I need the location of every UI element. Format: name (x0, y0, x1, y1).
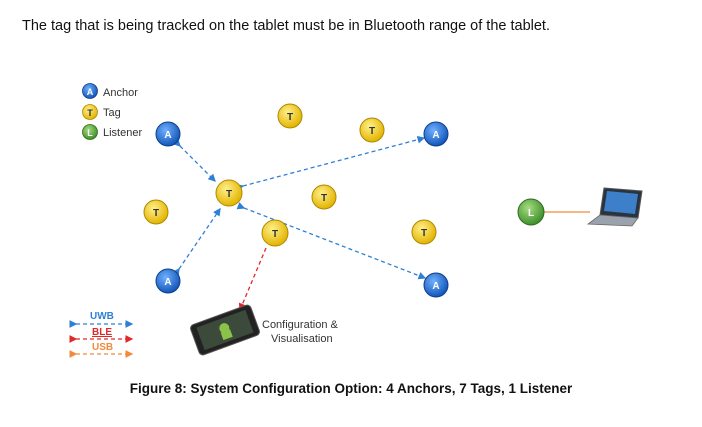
tag-node: T (359, 117, 385, 143)
listener-node-letter: L (528, 208, 534, 219)
anchor-node: A (423, 272, 449, 298)
intro-text: The tag that is being tracked on the tab… (22, 18, 550, 34)
uwb-link-anchor4 (236, 202, 427, 280)
uwb-link-anchor3 (172, 207, 221, 277)
anchor-node: A (155, 268, 181, 294)
legend-anchor-icon (82, 83, 98, 99)
ble-link (238, 247, 267, 312)
anchor-node-letter: A (164, 277, 171, 288)
uwb-links (172, 135, 427, 280)
figure-caption: Figure 8: System Configuration Option: 4… (129, 381, 573, 396)
device-label-line2: Visualisation (271, 333, 333, 345)
anchor-node: A (423, 121, 449, 147)
legend-listener-label: Listener (103, 127, 142, 139)
tag-node-letter: T (421, 228, 427, 239)
legend-tag-icon (82, 104, 98, 120)
anchor-node: A (155, 121, 181, 147)
legend: A Anchor T Tag L Listener (82, 83, 142, 140)
legend-anchor-letter: A (87, 87, 94, 97)
link-legend: UWB BLE USB (69, 311, 134, 358)
tag-node: T (143, 199, 169, 225)
tag-node-letter: T (287, 112, 293, 123)
tag-node: T (277, 103, 303, 129)
laptop-icon (586, 187, 643, 227)
uwb-label: UWB (90, 311, 114, 322)
tag-node: T (411, 219, 437, 245)
legend-tag-letter: T (87, 108, 93, 118)
legend-tag-label: Tag (103, 107, 121, 119)
anchor-node-letter: A (432, 130, 439, 141)
tag-node-ble: T (261, 219, 289, 247)
legend-listener-letter: L (87, 128, 93, 138)
tag-node-letter: T (153, 208, 159, 219)
tablet-icon (190, 304, 260, 356)
anchor-node-letter: A (164, 130, 171, 141)
ble-label: BLE (92, 327, 112, 338)
device-label-line1: Configuration & (262, 319, 338, 331)
usb-label: USB (92, 342, 113, 353)
system-diagram: A Anchor T Tag L Listener A A A A T T T (69, 83, 643, 358)
listener-node: L (517, 198, 545, 226)
tag-node: T (311, 184, 337, 210)
uwb-link-anchor2 (235, 135, 426, 192)
tag-node-tracked: T (215, 179, 243, 207)
tag-node-letter: T (226, 189, 232, 200)
anchor-node-letter: A (432, 281, 439, 292)
tag-node-letter: T (369, 126, 375, 137)
tag-node-letter: T (321, 193, 327, 204)
tag-node-letter: T (272, 229, 278, 240)
legend-listener-icon (82, 124, 98, 140)
legend-anchor-label: Anchor (103, 87, 138, 99)
uwb-link-anchor1 (172, 138, 216, 182)
